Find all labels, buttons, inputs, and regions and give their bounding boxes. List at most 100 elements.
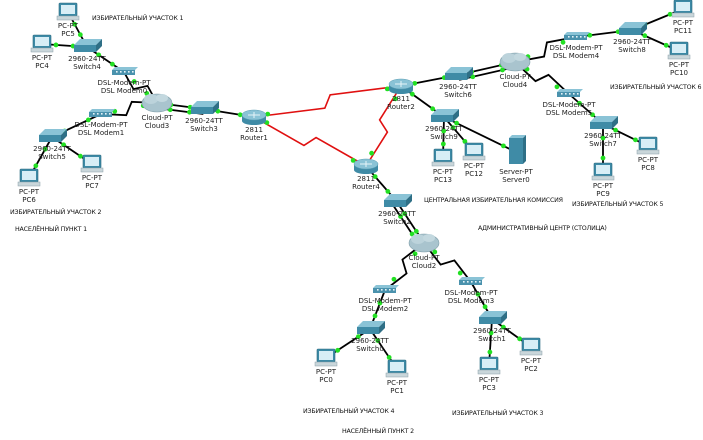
link-line xyxy=(365,85,402,167)
device-name-label: Cloud4 xyxy=(503,81,528,89)
switch-side xyxy=(213,101,219,114)
link-switch9-server0[interactable] xyxy=(443,116,517,153)
pc-icon xyxy=(519,337,543,356)
port-status-light xyxy=(53,42,59,48)
switch-front xyxy=(590,122,612,129)
switch-top xyxy=(431,109,459,115)
link-router2-router4[interactable] xyxy=(365,85,402,167)
modem-top xyxy=(557,89,583,92)
cloud-puff xyxy=(514,53,526,61)
keyboard-shape xyxy=(80,167,104,173)
device-name-label: PC2 xyxy=(524,365,538,373)
port-status-light xyxy=(633,137,638,143)
device-model-label: PC-PT xyxy=(673,19,694,27)
screen-shape xyxy=(467,145,481,154)
port-status-light xyxy=(501,143,506,149)
device-name-label: Switch7 xyxy=(589,140,617,148)
screen-shape xyxy=(35,37,49,46)
device-model-label: PC-PT xyxy=(464,162,485,170)
keyboard-shape xyxy=(30,47,54,53)
switch-top xyxy=(590,116,618,122)
link-router1-router2[interactable] xyxy=(253,85,402,118)
pc-icon xyxy=(591,162,615,181)
server-front xyxy=(509,138,523,164)
modem-led xyxy=(584,36,586,38)
device-model-label: 2960-24TT xyxy=(425,125,463,133)
device-name-label: Switch1 xyxy=(478,335,506,343)
link-cloud2-dslmodem3[interactable] xyxy=(423,242,472,283)
switch-front xyxy=(445,73,467,80)
modem-icon xyxy=(564,32,590,40)
switch-side xyxy=(467,67,473,80)
link-cloud2-dslmodem2[interactable] xyxy=(384,242,425,291)
cloud-puff xyxy=(502,53,516,63)
device-model-label: PC-PT xyxy=(669,61,690,69)
port-status-light xyxy=(600,135,606,141)
screen-shape xyxy=(482,359,496,368)
port-status-light xyxy=(409,91,415,97)
link-cloud4-dslmodem5[interactable] xyxy=(514,61,570,95)
port-status-light xyxy=(72,21,78,27)
device-model-label: PC-PT xyxy=(82,174,103,182)
port-status-light xyxy=(413,228,419,234)
modem-led xyxy=(573,93,575,95)
modem-led xyxy=(385,289,387,291)
device-name-label: DSL Modem0 xyxy=(101,87,147,95)
modem-led xyxy=(128,71,130,73)
switch-top xyxy=(479,311,507,317)
port-status-light xyxy=(409,231,415,237)
modem-led xyxy=(580,36,582,38)
link-router1-router4[interactable] xyxy=(253,116,367,167)
modem-led xyxy=(132,71,134,73)
device-name-label: Router2 xyxy=(387,103,415,111)
port-status-light xyxy=(369,150,375,156)
pc-icon xyxy=(314,348,338,367)
device-name-label: PC0 xyxy=(319,376,333,384)
port-status-light xyxy=(33,163,39,169)
port-status-light xyxy=(667,11,673,17)
device-model-label: Cloud-PT xyxy=(499,73,531,81)
device-model-label: DSL-Modem-PT xyxy=(358,297,412,305)
device-model-label: PC-PT xyxy=(58,22,79,30)
modem-led xyxy=(393,289,395,291)
port-status-light xyxy=(42,146,48,152)
device-name-label: Cloud2 xyxy=(412,262,436,270)
